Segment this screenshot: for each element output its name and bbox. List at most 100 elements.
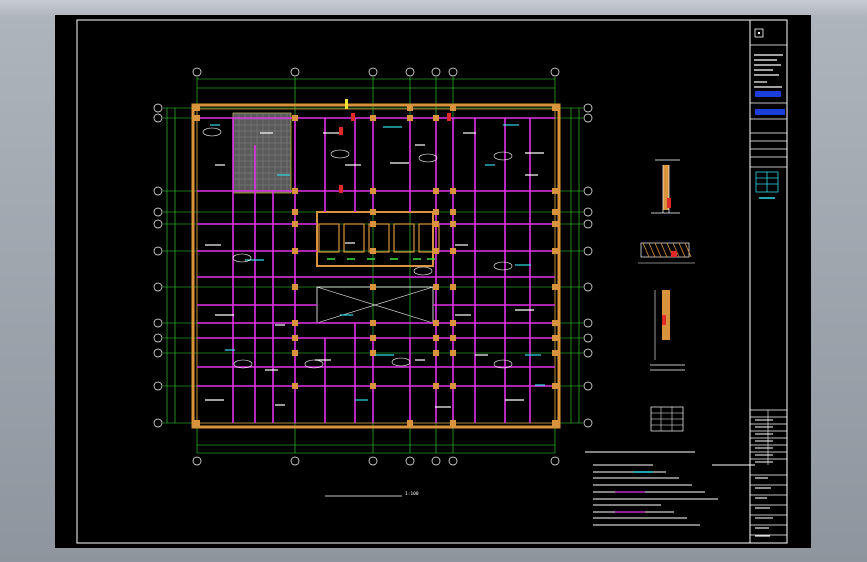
elevator-shaft (418, 223, 440, 253)
scale-label: 1:100 (405, 491, 419, 497)
section-hatch (678, 242, 686, 258)
column (552, 420, 558, 426)
column (552, 221, 558, 227)
axis-bubble-top (405, 67, 415, 77)
axis-bubble-left (153, 348, 163, 358)
room-label (232, 253, 252, 263)
column (370, 221, 376, 227)
column (433, 221, 439, 227)
column (292, 115, 298, 121)
section-hatch (648, 242, 656, 258)
column (450, 221, 456, 227)
axis-bubble-left (153, 282, 163, 292)
axis-bubble-bottom (290, 456, 300, 466)
column (433, 350, 439, 356)
axis-bubble-right (583, 113, 593, 123)
exterior-wall-inner (196, 108, 556, 424)
axis-bubble-left (153, 219, 163, 229)
room-label (493, 261, 513, 271)
drawing-sheet: 1:100 (76, 19, 788, 544)
column (552, 350, 558, 356)
column (552, 209, 558, 215)
room-label (330, 149, 350, 159)
section-hatch (642, 242, 650, 258)
axis-bubble-bottom (368, 456, 378, 466)
column (370, 284, 376, 290)
column (370, 383, 376, 389)
column (370, 209, 376, 215)
room-label (493, 359, 513, 369)
accent-red (339, 127, 343, 135)
axis-bubble-top (550, 67, 560, 77)
sheet-frame (76, 19, 788, 544)
column (552, 248, 558, 254)
column (370, 188, 376, 194)
column (450, 335, 456, 341)
elevator-shaft (343, 223, 365, 253)
room-label (391, 357, 411, 367)
column (194, 115, 200, 121)
general-notes (585, 451, 755, 526)
axis-bubble-right (583, 418, 593, 428)
axis-bubble-top (368, 67, 378, 77)
column (433, 383, 439, 389)
column (450, 248, 456, 254)
exterior-wall (191, 103, 561, 429)
plan-title-block: 1:100 (325, 491, 419, 497)
column (552, 335, 558, 341)
axis-bubble-right (583, 186, 593, 196)
column (407, 105, 413, 111)
column (552, 320, 558, 326)
axis-bubble-right (583, 348, 593, 358)
project-subtitle-label (755, 109, 785, 115)
column (407, 420, 413, 426)
column (370, 350, 376, 356)
detail-sections (638, 159, 695, 432)
company-logo (754, 28, 764, 38)
column (552, 383, 558, 389)
seal-stamp (755, 171, 779, 199)
axis-bubble-left (153, 186, 163, 196)
column (292, 383, 298, 389)
axis-bubble-bottom (192, 456, 202, 466)
column (370, 335, 376, 341)
column (450, 105, 456, 111)
column (292, 335, 298, 341)
axis-bubble-left (153, 381, 163, 391)
section-hatch (654, 242, 662, 258)
column (292, 350, 298, 356)
axis-bubble-bottom (550, 456, 560, 466)
cad-drawing-canvas[interactable]: 1:100 (55, 15, 811, 548)
column (292, 221, 298, 227)
column (370, 115, 376, 121)
column (407, 115, 413, 121)
axis-bubble-top (290, 67, 300, 77)
column (450, 209, 456, 215)
floor-plan (153, 67, 593, 466)
column (292, 188, 298, 194)
axis-bubble-left (153, 246, 163, 256)
section-accent (671, 251, 677, 257)
axis-bubble-left (153, 418, 163, 428)
section-accent (662, 315, 666, 325)
axis-bubble-left (153, 318, 163, 328)
column (292, 248, 298, 254)
column (450, 188, 456, 194)
column (433, 209, 439, 215)
column (450, 350, 456, 356)
room-label (233, 359, 253, 369)
column (433, 115, 439, 121)
room-label (304, 359, 324, 369)
axis-bubble-left (153, 103, 163, 113)
room-label (493, 151, 513, 161)
accent-red (339, 185, 343, 193)
column (450, 420, 456, 426)
section-hatch (672, 242, 680, 258)
column (433, 248, 439, 254)
title-block (749, 20, 787, 543)
axis-bubble-top (431, 67, 441, 77)
axis-bubble-right (583, 246, 593, 256)
elevator-core (316, 211, 434, 267)
column (292, 320, 298, 326)
section-hatch (660, 242, 668, 258)
